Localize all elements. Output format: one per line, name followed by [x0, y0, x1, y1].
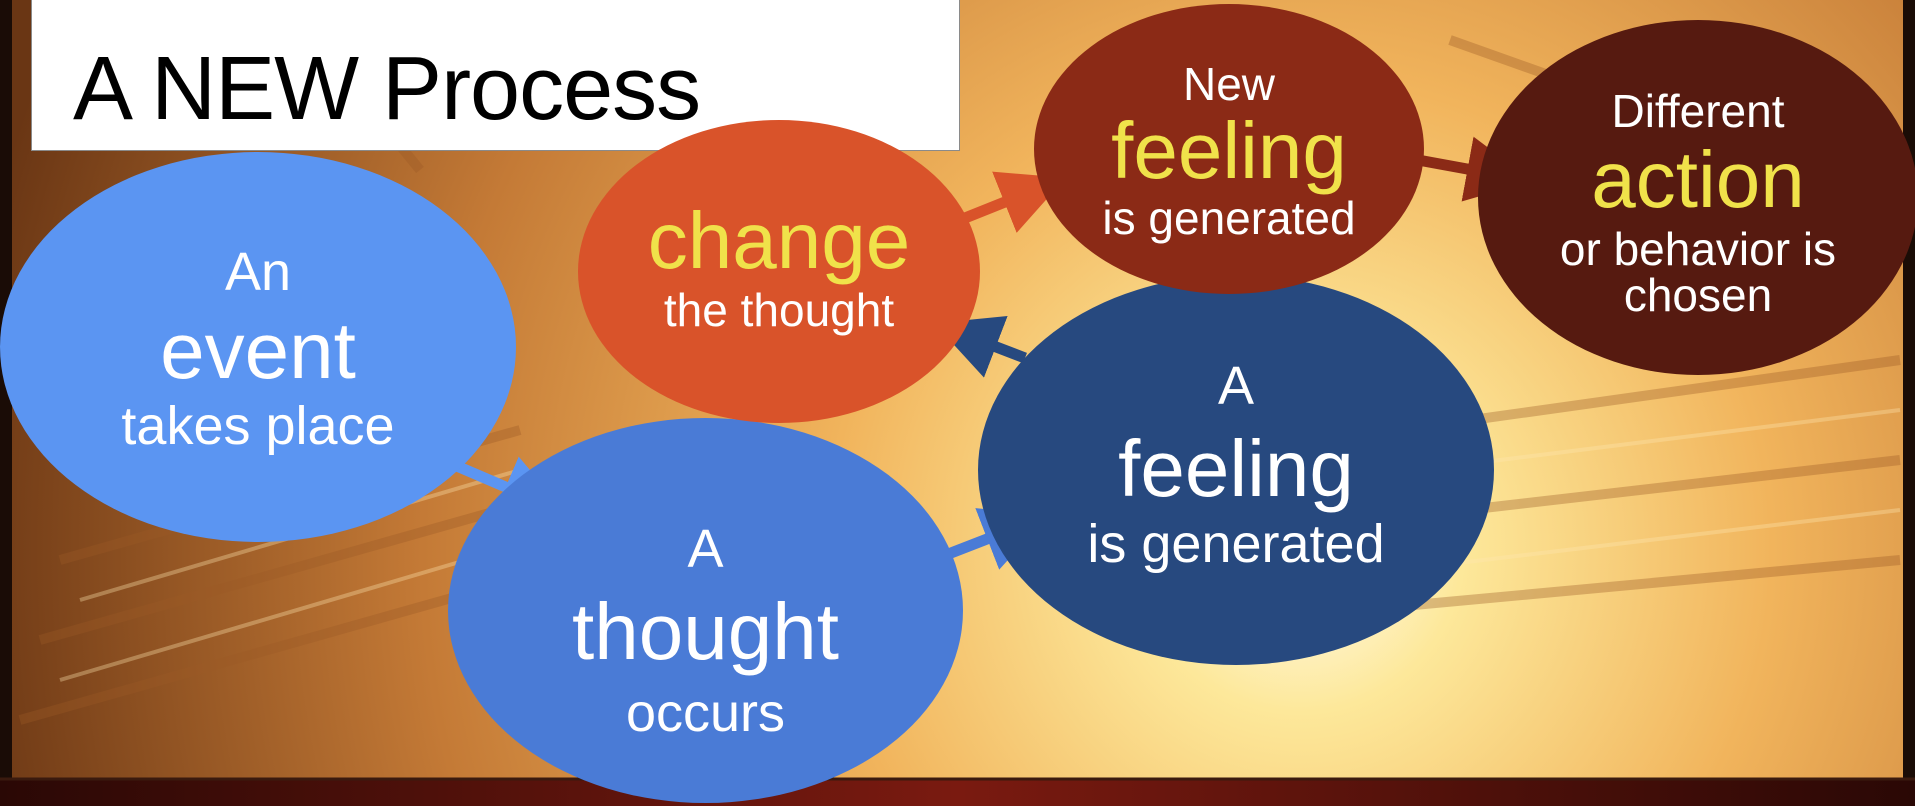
thought-top-text: A — [687, 518, 724, 579]
thought-main-text: thought — [572, 586, 839, 676]
bubble-event: An event takes place — [0, 152, 516, 542]
feeling-top-text: A — [1217, 356, 1255, 416]
new-feeling-top-text: New — [1182, 58, 1276, 110]
new-feeling-main-text: feeling — [1111, 106, 1347, 195]
arrow-feeling-to-change — [934, 315, 1027, 378]
bubble-new-feeling: New feeling is generated — [1034, 4, 1424, 294]
bubble-change: change the thought — [578, 120, 980, 423]
thought-bottom-text: occurs — [625, 682, 786, 743]
slide-title: A NEW Process — [73, 39, 701, 139]
event-bottom-text: takes place — [121, 396, 395, 456]
feeling-bottom-text: is generated — [1087, 514, 1385, 574]
arrow-change-to-new-feeling — [962, 171, 1066, 233]
action-bottom-text: or behavior is chosen — [1559, 222, 1837, 321]
change-main-text: change — [647, 195, 911, 285]
event-top-text: An — [224, 242, 292, 302]
bubble-action: Different action or behavior is chosen — [1478, 20, 1915, 375]
action-top-text: Different — [1611, 84, 1785, 137]
new-feeling-bottom-text: is generated — [1102, 192, 1356, 244]
bubble-thought: A thought occurs — [448, 418, 963, 803]
bubble-feeling: A feeling is generated — [978, 275, 1494, 665]
change-bottom-text: the thought — [663, 283, 895, 336]
action-main-text: action — [1591, 134, 1805, 224]
feeling-main-text: feeling — [1118, 424, 1354, 513]
event-main-text: event — [160, 306, 356, 395]
